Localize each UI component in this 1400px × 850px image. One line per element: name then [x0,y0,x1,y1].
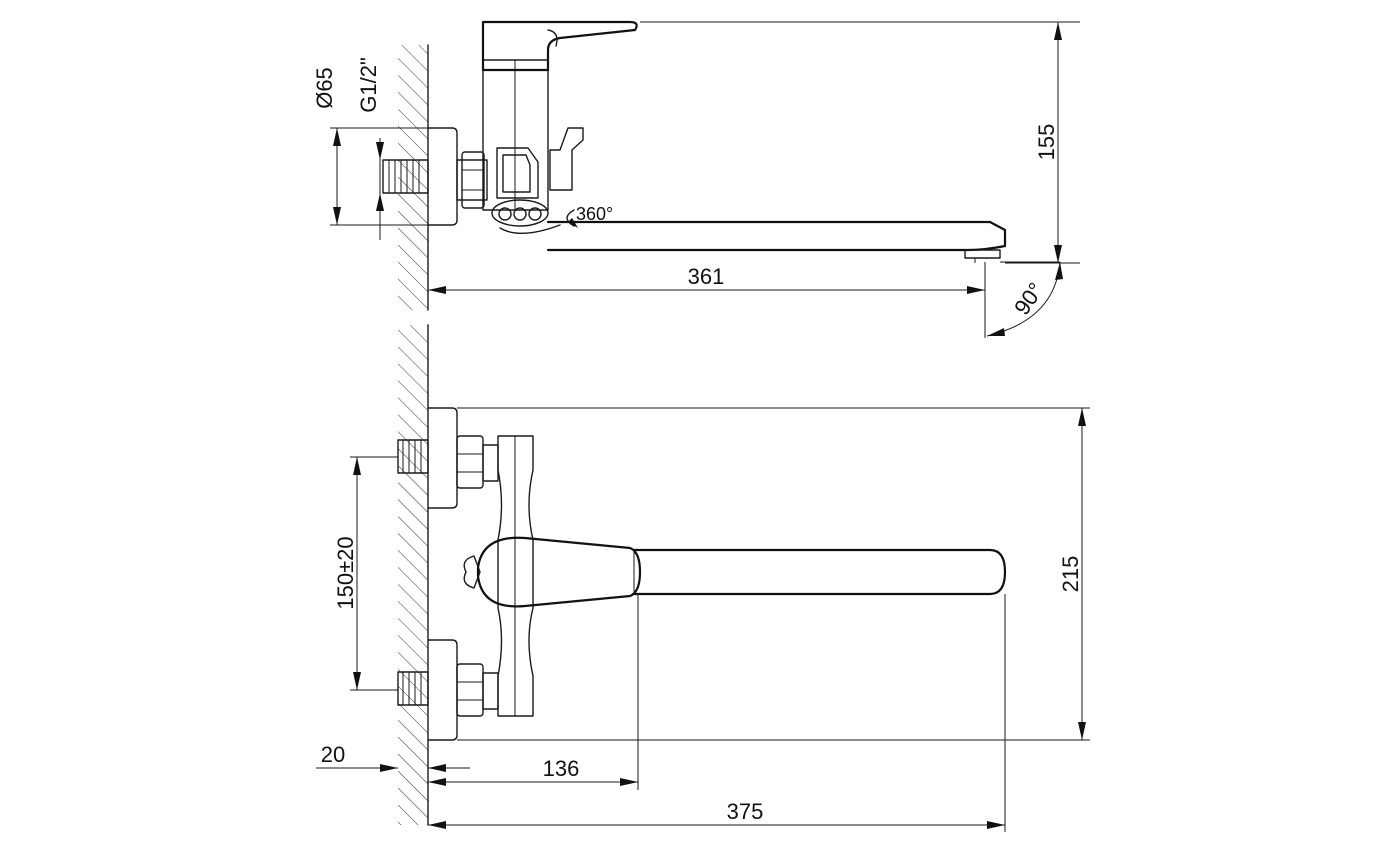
upper-inlet [397,407,499,509]
mixer-body-front [497,435,534,717]
wall-gap-label: 20 [321,742,345,767]
swivel-angle-label: 360° [576,204,613,224]
aerator-side [964,249,1001,259]
dim-thread [376,138,384,240]
dim-90-angle [986,261,1063,337]
mixer-body-side [482,59,549,211]
wall-flange [427,127,458,226]
dim-375 [428,594,1006,832]
outlet-angle-label: 90° [1009,278,1049,320]
body-depth-label: 136 [543,756,580,781]
threaded-connector-top [382,159,429,194]
spout-front [632,548,1007,596]
flange-diameter-label: Ø65 [312,67,337,109]
side-view: 360° 155 Ø65 G1/2" [312,20,1080,338]
dim-136 [428,594,639,790]
dim-20 [316,764,470,772]
swivel-arrow [566,209,578,228]
reach-361-label: 361 [688,264,725,289]
front-view: 150±20 215 20 136 [316,324,1090,832]
lever-handle-side [481,20,638,72]
connection-nut [461,151,485,209]
spout-side [546,220,1007,252]
height-215-label: 215 [1058,556,1083,593]
thread-size-label: G1/2" [356,57,381,113]
spout-swivel-base [491,199,561,235]
dim-150 [350,456,398,691]
total-reach-label: 375 [727,799,764,824]
center-distance-label: 150±20 [333,536,358,609]
dim-215 [457,407,1090,741]
eccentric-fitting [456,159,488,201]
wall-hatch-bottom [398,325,428,825]
height-155-label: 155 [1034,124,1059,161]
dim-361 [428,262,986,338]
dim-155 [640,21,1080,264]
lever-handle-front [476,536,642,608]
lower-inlet [397,639,499,741]
diverter-button [549,127,584,191]
dim-diameter-65 [330,127,428,226]
